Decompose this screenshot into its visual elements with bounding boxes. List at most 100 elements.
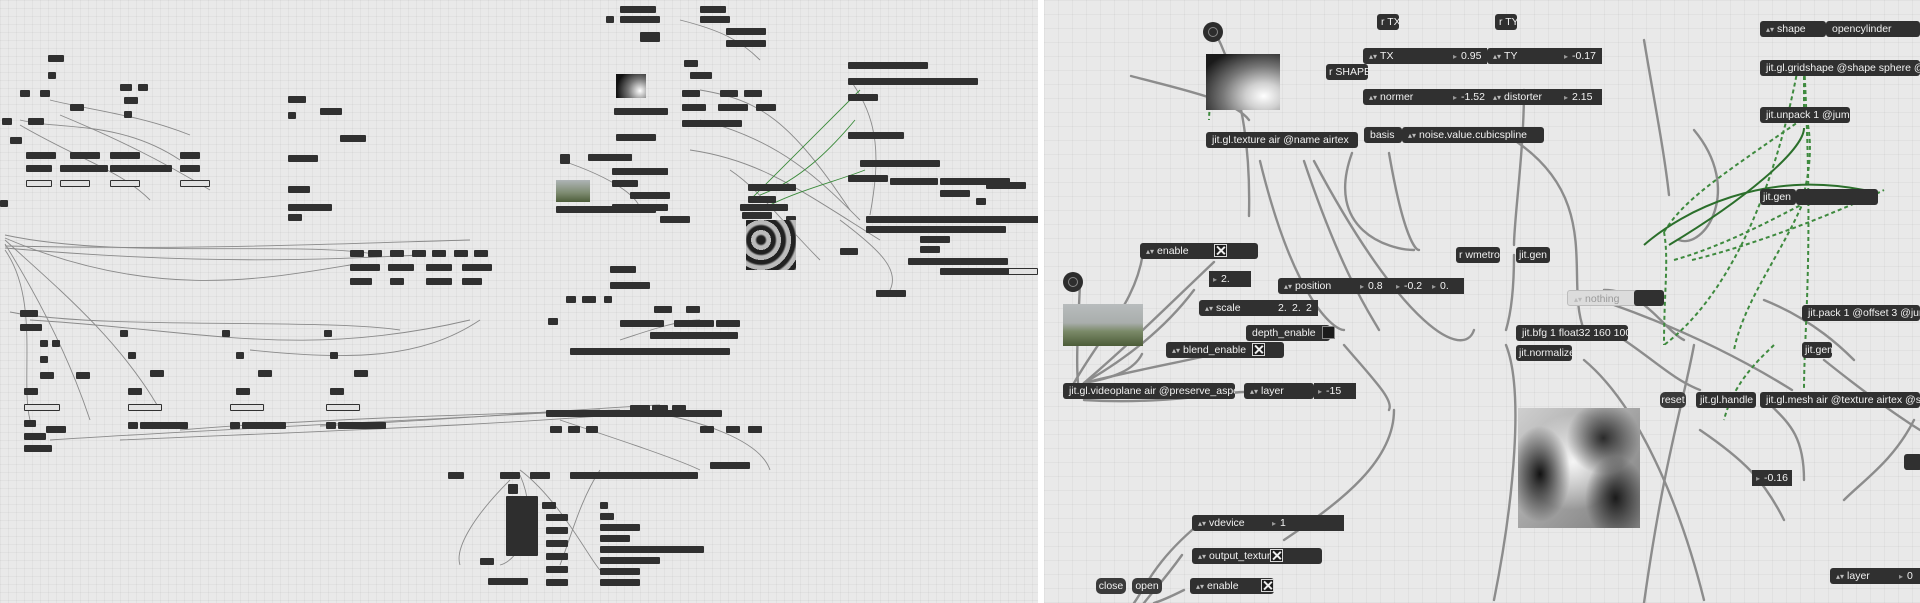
layer-number[interactable]: ▸-15	[1314, 383, 1356, 399]
vdevice-attribute[interactable]: ▴▾vdevice	[1192, 515, 1272, 531]
scale-attribute[interactable]: ▴▾scale	[1199, 300, 1281, 316]
mini-object[interactable]	[288, 155, 318, 162]
mini-object[interactable]	[640, 32, 660, 42]
mini-object[interactable]	[630, 405, 650, 412]
mini-object[interactable]	[940, 178, 1010, 185]
mini-object[interactable]	[530, 472, 550, 479]
enable-attribute-2[interactable]: ▴▾enable	[1190, 578, 1274, 594]
mini-object[interactable]	[682, 90, 700, 97]
jit-gen-middle[interactable]: jit.gen	[1516, 247, 1550, 263]
mini-object[interactable]	[672, 405, 686, 412]
mini-object[interactable]	[40, 90, 50, 97]
mini-object[interactable]	[40, 372, 54, 379]
layer-attribute-2[interactable]: ▴▾layer	[1830, 568, 1898, 584]
mini-object[interactable]	[48, 55, 64, 62]
mini-object[interactable]	[604, 296, 612, 303]
mini-object[interactable]	[128, 388, 142, 395]
mini-object[interactable]	[222, 330, 230, 337]
mini-object[interactable]	[70, 152, 100, 159]
mini-object[interactable]	[180, 152, 200, 159]
mini-object[interactable]	[288, 186, 310, 193]
mini-object[interactable]	[742, 212, 772, 219]
open-button[interactable]: open	[1132, 578, 1162, 594]
mini-object[interactable]	[630, 192, 670, 199]
mini-object[interactable]	[986, 182, 1026, 189]
mini-object[interactable]	[546, 566, 568, 573]
mini-object[interactable]	[288, 112, 296, 119]
mini-object[interactable]	[548, 318, 558, 325]
patcher-zoom-pane[interactable]: jit.gl.texture air @name airtex ▴▾enable…	[1044, 0, 1920, 603]
mini-object[interactable]	[700, 6, 726, 13]
mini-object[interactable]	[700, 426, 714, 433]
jit-unpack-object[interactable]: jit.unpack 1 @jump 3	[1760, 107, 1850, 123]
mini-object[interactable]	[324, 330, 332, 337]
mini-object[interactable]	[462, 278, 482, 285]
vdevice-number[interactable]: ▸1	[1268, 515, 1344, 531]
mini-object[interactable]	[24, 388, 38, 395]
mini-object[interactable]	[610, 282, 650, 289]
mini-object[interactable]	[600, 502, 608, 509]
normer-attribute[interactable]: ▴▾normer	[1363, 89, 1453, 105]
mini-toggle[interactable]	[566, 296, 576, 303]
mini-object[interactable]	[426, 278, 452, 285]
mini-object[interactable]	[860, 160, 940, 167]
tx-number[interactable]: ▸0.95	[1449, 48, 1487, 64]
mini-object[interactable]	[570, 348, 730, 355]
mini-object[interactable]	[588, 154, 632, 161]
mini-object[interactable]	[748, 184, 796, 191]
mini-object[interactable]	[288, 204, 332, 211]
mini-object[interactable]	[690, 72, 712, 79]
mini-object[interactable]	[674, 320, 714, 327]
basis-attribute[interactable]: basis	[1364, 127, 1402, 143]
mini-object[interactable]	[258, 370, 272, 377]
blend-enable-toggle[interactable]	[1252, 343, 1265, 356]
reset-button[interactable]: reset	[1660, 392, 1686, 408]
mini-object[interactable]	[354, 370, 368, 377]
mini-object[interactable]	[488, 578, 528, 585]
mini-object[interactable]	[600, 535, 630, 542]
mini-object[interactable]	[236, 388, 250, 395]
mini-object[interactable]	[454, 250, 468, 257]
scale-x[interactable]: 2.	[1276, 300, 1290, 316]
mini-object[interactable]	[716, 320, 740, 327]
mini-object[interactable]	[140, 422, 188, 429]
mini-object[interactable]	[546, 527, 568, 534]
mini-object[interactable]	[230, 422, 240, 429]
mini-object[interactable]	[640, 168, 668, 175]
mini-object[interactable]	[48, 72, 56, 79]
shape-menu[interactable]: opencylinder	[1826, 21, 1920, 37]
jit-gl-texture-object[interactable]: jit.gl.texture air @name airtex	[1206, 132, 1358, 148]
mini-object[interactable]	[726, 426, 740, 433]
mini-object[interactable]	[326, 422, 336, 429]
mini-object[interactable]	[20, 90, 30, 97]
mini-object[interactable]	[40, 356, 48, 363]
mini-object[interactable]	[28, 118, 44, 125]
mini-object[interactable]	[976, 198, 986, 205]
mini-object[interactable]	[866, 216, 1038, 223]
mini-object[interactable]	[600, 546, 704, 553]
mini-object[interactable]	[920, 236, 950, 243]
layer-number-2[interactable]: ▸0	[1895, 568, 1920, 584]
mini-object[interactable]	[876, 290, 906, 297]
mini-object[interactable]	[748, 426, 762, 433]
texture-dial[interactable]	[1203, 22, 1223, 42]
mini-object[interactable]	[24, 433, 46, 440]
mini-object[interactable]	[388, 264, 414, 271]
mini-object[interactable]	[60, 165, 108, 172]
mini-object[interactable]	[848, 94, 878, 101]
mini-object[interactable]	[390, 250, 404, 257]
nothing-outlet[interactable]	[1634, 290, 1664, 306]
mini-object[interactable]	[76, 372, 90, 379]
offscreen-object[interactable]	[1904, 454, 1920, 470]
mini-object[interactable]	[890, 178, 910, 185]
mini-object[interactable]	[546, 514, 568, 521]
mini-object[interactable]	[556, 206, 656, 213]
mini-object[interactable]	[748, 196, 776, 203]
mini-object[interactable]	[474, 250, 488, 257]
distorter-attribute[interactable]: ▴▾distorter	[1487, 89, 1563, 105]
mini-object[interactable]	[660, 216, 690, 223]
mini-object[interactable]	[120, 84, 132, 91]
position-x[interactable]: ▸0.8	[1356, 278, 1392, 294]
mini-object[interactable]	[940, 268, 1010, 275]
mini-object[interactable]	[586, 426, 598, 433]
